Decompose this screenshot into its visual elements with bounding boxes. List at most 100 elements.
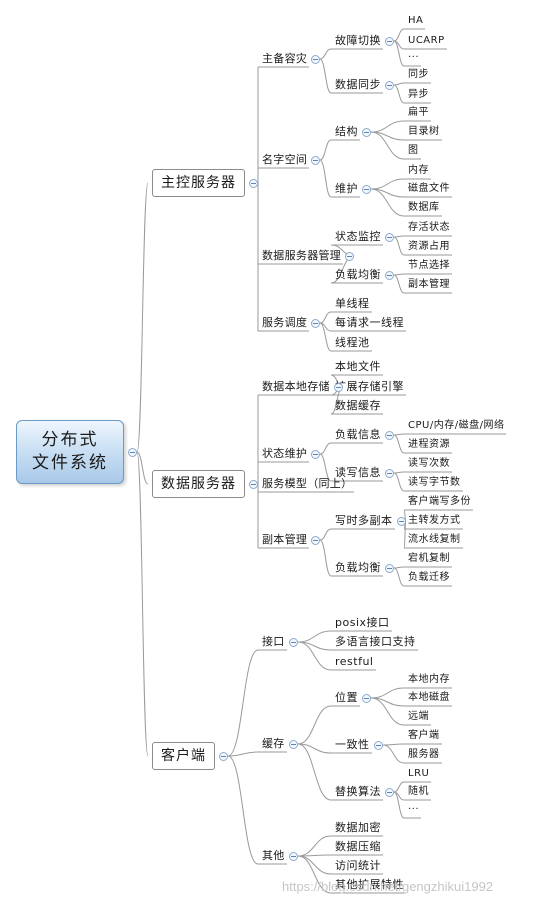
node-children-2-children-1[interactable]: 缓存 xyxy=(262,737,285,750)
collapse-toggle-icon[interactable] xyxy=(249,179,258,188)
node-children-1-children-1-children-1-children-0[interactable]: 读写次数 xyxy=(408,458,450,469)
node-children-2-children-1-children-0-children-0[interactable]: 本地内存 xyxy=(408,674,450,685)
node-children-2-children-1-children-2-children-2[interactable]: ··· xyxy=(408,804,420,815)
collapse-toggle-icon[interactable] xyxy=(385,81,394,90)
collapse-toggle-icon[interactable] xyxy=(289,852,298,861)
node-children-2-children-0-children-2[interactable]: restful xyxy=(335,655,374,668)
collapse-toggle-icon[interactable] xyxy=(311,536,320,545)
node-children-1-children-0[interactable]: 数据本地存储 xyxy=(262,380,330,393)
node-children-0-children-1-children-1-children-2[interactable]: 数据库 xyxy=(408,202,440,213)
node-children-1-children-0-children-2[interactable]: 数据缓存 xyxy=(335,399,381,412)
node-children-1-children-2-children-1[interactable]: 负载均衡 xyxy=(335,561,381,574)
node-children-0-children-1-children-0-children-1[interactable]: 目录树 xyxy=(408,126,440,137)
collapse-toggle-icon[interactable] xyxy=(374,741,383,750)
node-children-1-children-0-children-1[interactable]: 扩展存储引擎 xyxy=(335,380,404,393)
collapse-toggle-icon[interactable] xyxy=(311,55,320,64)
collapse-toggle-icon[interactable] xyxy=(385,469,394,478)
node-children-1-children-2-children-1-children-0[interactable]: 宕机复制 xyxy=(408,553,450,564)
collapse-toggle-icon[interactable] xyxy=(334,383,343,392)
collapse-toggle-icon[interactable] xyxy=(397,517,406,526)
node-children-1-children-0-children-0[interactable]: 本地文件 xyxy=(335,360,381,373)
node-children-2-children-1-children-0[interactable]: 位置 xyxy=(335,691,358,704)
node-children-2-children-1-children-2-children-1[interactable]: 随机 xyxy=(408,786,429,797)
node-children-0-children-3-children-2[interactable]: 线程池 xyxy=(335,336,370,349)
collapse-toggle-icon[interactable] xyxy=(385,564,394,573)
collapse-toggle-icon[interactable] xyxy=(311,156,320,165)
node-children-1-children-1-children-0-children-1[interactable]: 进程资源 xyxy=(408,439,450,450)
node-children-0-children-0-children-0-children-2[interactable]: ··· xyxy=(408,52,420,63)
collapse-toggle-icon[interactable] xyxy=(311,450,320,459)
collapse-toggle-icon[interactable] xyxy=(385,37,394,46)
node-children-2[interactable]: 客户端 xyxy=(152,742,215,770)
node-children-2-children-2-children-3[interactable]: 其他扩展特性 xyxy=(335,878,404,891)
collapse-toggle-icon[interactable] xyxy=(385,233,394,242)
node-children-0-children-2[interactable]: 数据服务器管理 xyxy=(262,249,342,262)
node-children-1-children-1[interactable]: 状态维护 xyxy=(262,447,308,460)
node-children-0-children-3-children-0[interactable]: 单线程 xyxy=(335,297,370,310)
node-children-0-children-3[interactable]: 服务调度 xyxy=(262,316,308,329)
node-children-0-children-1-children-1-children-1[interactable]: 磁盘文件 xyxy=(408,183,450,194)
collapse-toggle-icon[interactable] xyxy=(362,128,371,137)
node-children-1-children-2-children-0-children-2[interactable]: 流水线复制 xyxy=(408,534,461,545)
collapse-toggle-icon[interactable] xyxy=(345,252,354,261)
node-children-0-children-2-children-0-children-1[interactable]: 资源占用 xyxy=(408,241,450,252)
node-children-2-children-2-children-2[interactable]: 访问统计 xyxy=(335,859,381,872)
node-children-2-children-0-children-1[interactable]: 多语言接口支持 xyxy=(335,635,416,648)
node-children-1-children-3[interactable]: 服务模型（同上） xyxy=(262,477,353,490)
node-children-2-children-1-children-1-children-0[interactable]: 客户端 xyxy=(408,730,440,741)
node-children-0-children-2-children-1-children-0[interactable]: 节点选择 xyxy=(408,260,450,271)
node-children-1[interactable]: 数据服务器 xyxy=(152,470,245,498)
collapse-toggle-icon[interactable] xyxy=(311,319,320,328)
node-children-2-children-2-children-0[interactable]: 数据加密 xyxy=(335,821,381,834)
root-node[interactable]: 分布式 文件系统 xyxy=(16,420,124,484)
node-children-0-children-1-children-1[interactable]: 维护 xyxy=(335,182,358,195)
node-children-2-children-2-children-1[interactable]: 数据压缩 xyxy=(335,840,381,853)
collapse-toggle-icon[interactable] xyxy=(362,185,371,194)
collapse-toggle-icon[interactable] xyxy=(219,752,228,761)
node-children-0-children-3-children-1[interactable]: 每请求一线程 xyxy=(335,316,404,329)
node-children-1-children-1-children-1-children-1[interactable]: 读写字节数 xyxy=(408,477,461,488)
node-children-1-children-1-children-1[interactable]: 读写信息 xyxy=(335,466,381,479)
node-children-2-children-1-children-1-children-1[interactable]: 服务器 xyxy=(408,749,440,760)
node-children-0-children-1-children-1-children-0[interactable]: 内存 xyxy=(408,165,429,176)
collapse-toggle-icon[interactable] xyxy=(385,788,394,797)
node-children-0-children-2-children-1-children-1[interactable]: 副本管理 xyxy=(408,279,450,290)
node-children-2-children-1-children-2[interactable]: 替换算法 xyxy=(335,785,381,798)
node-children-1-children-2[interactable]: 副本管理 xyxy=(262,533,308,546)
collapse-toggle-icon[interactable] xyxy=(249,480,258,489)
node-children-2-children-2[interactable]: 其他 xyxy=(262,849,285,862)
node-children-0-children-2-children-0[interactable]: 状态监控 xyxy=(335,230,381,243)
node-children-0-children-1-children-0-children-2[interactable]: 图 xyxy=(408,145,419,156)
node-children-0-children-2-children-1[interactable]: 负载均衡 xyxy=(335,268,381,281)
collapse-toggle-icon[interactable] xyxy=(128,448,137,457)
node-children-0-children-0-children-0-children-1[interactable]: UCARP xyxy=(408,35,445,46)
node-children-0-children-2-children-0-children-0[interactable]: 存活状态 xyxy=(408,222,450,233)
node-children-2-children-0-children-0[interactable]: posix接口 xyxy=(335,616,390,629)
node-children-1-children-2-children-0-children-0[interactable]: 客户端写多份 xyxy=(408,496,471,507)
node-children-0-children-0-children-0-children-0[interactable]: HA xyxy=(408,15,424,26)
node-children-1-children-2-children-0[interactable]: 写时多副本 xyxy=(335,514,393,527)
node-children-1-children-1-children-0[interactable]: 负载信息 xyxy=(335,428,381,441)
node-children-0-children-0-children-0[interactable]: 故障切换 xyxy=(335,34,381,47)
node-children-2-children-1-children-0-children-2[interactable]: 远端 xyxy=(408,711,429,722)
node-children-2-children-1-children-1[interactable]: 一致性 xyxy=(335,738,370,751)
node-children-0[interactable]: 主控服务器 xyxy=(152,169,245,197)
node-children-2-children-1-children-2-children-0[interactable]: LRU xyxy=(408,768,430,779)
node-children-0-children-1[interactable]: 名字空间 xyxy=(262,153,308,166)
node-children-1-children-1-children-0-children-0[interactable]: CPU/内存/磁盘/网络 xyxy=(408,420,505,431)
node-children-0-children-0[interactable]: 主备容灾 xyxy=(262,52,308,65)
node-children-1-children-2-children-1-children-1[interactable]: 负载迁移 xyxy=(408,572,450,583)
collapse-toggle-icon[interactable] xyxy=(289,638,298,647)
collapse-toggle-icon[interactable] xyxy=(385,271,394,280)
collapse-toggle-icon[interactable] xyxy=(289,740,298,749)
node-children-1-children-2-children-0-children-1[interactable]: 主转发方式 xyxy=(408,515,461,526)
collapse-toggle-icon[interactable] xyxy=(362,694,371,703)
node-children-2-children-1-children-0-children-1[interactable]: 本地磁盘 xyxy=(408,692,450,703)
node-children-0-children-0-children-1-children-1[interactable]: 异步 xyxy=(408,89,429,100)
node-children-0-children-1-children-0[interactable]: 结构 xyxy=(335,125,358,138)
node-children-0-children-0-children-1-children-0[interactable]: 同步 xyxy=(408,69,429,80)
node-children-0-children-1-children-0-children-0[interactable]: 扁平 xyxy=(408,107,429,118)
collapse-toggle-icon[interactable] xyxy=(385,431,394,440)
node-children-2-children-0[interactable]: 接口 xyxy=(262,635,285,648)
node-children-0-children-0-children-1[interactable]: 数据同步 xyxy=(335,78,381,91)
